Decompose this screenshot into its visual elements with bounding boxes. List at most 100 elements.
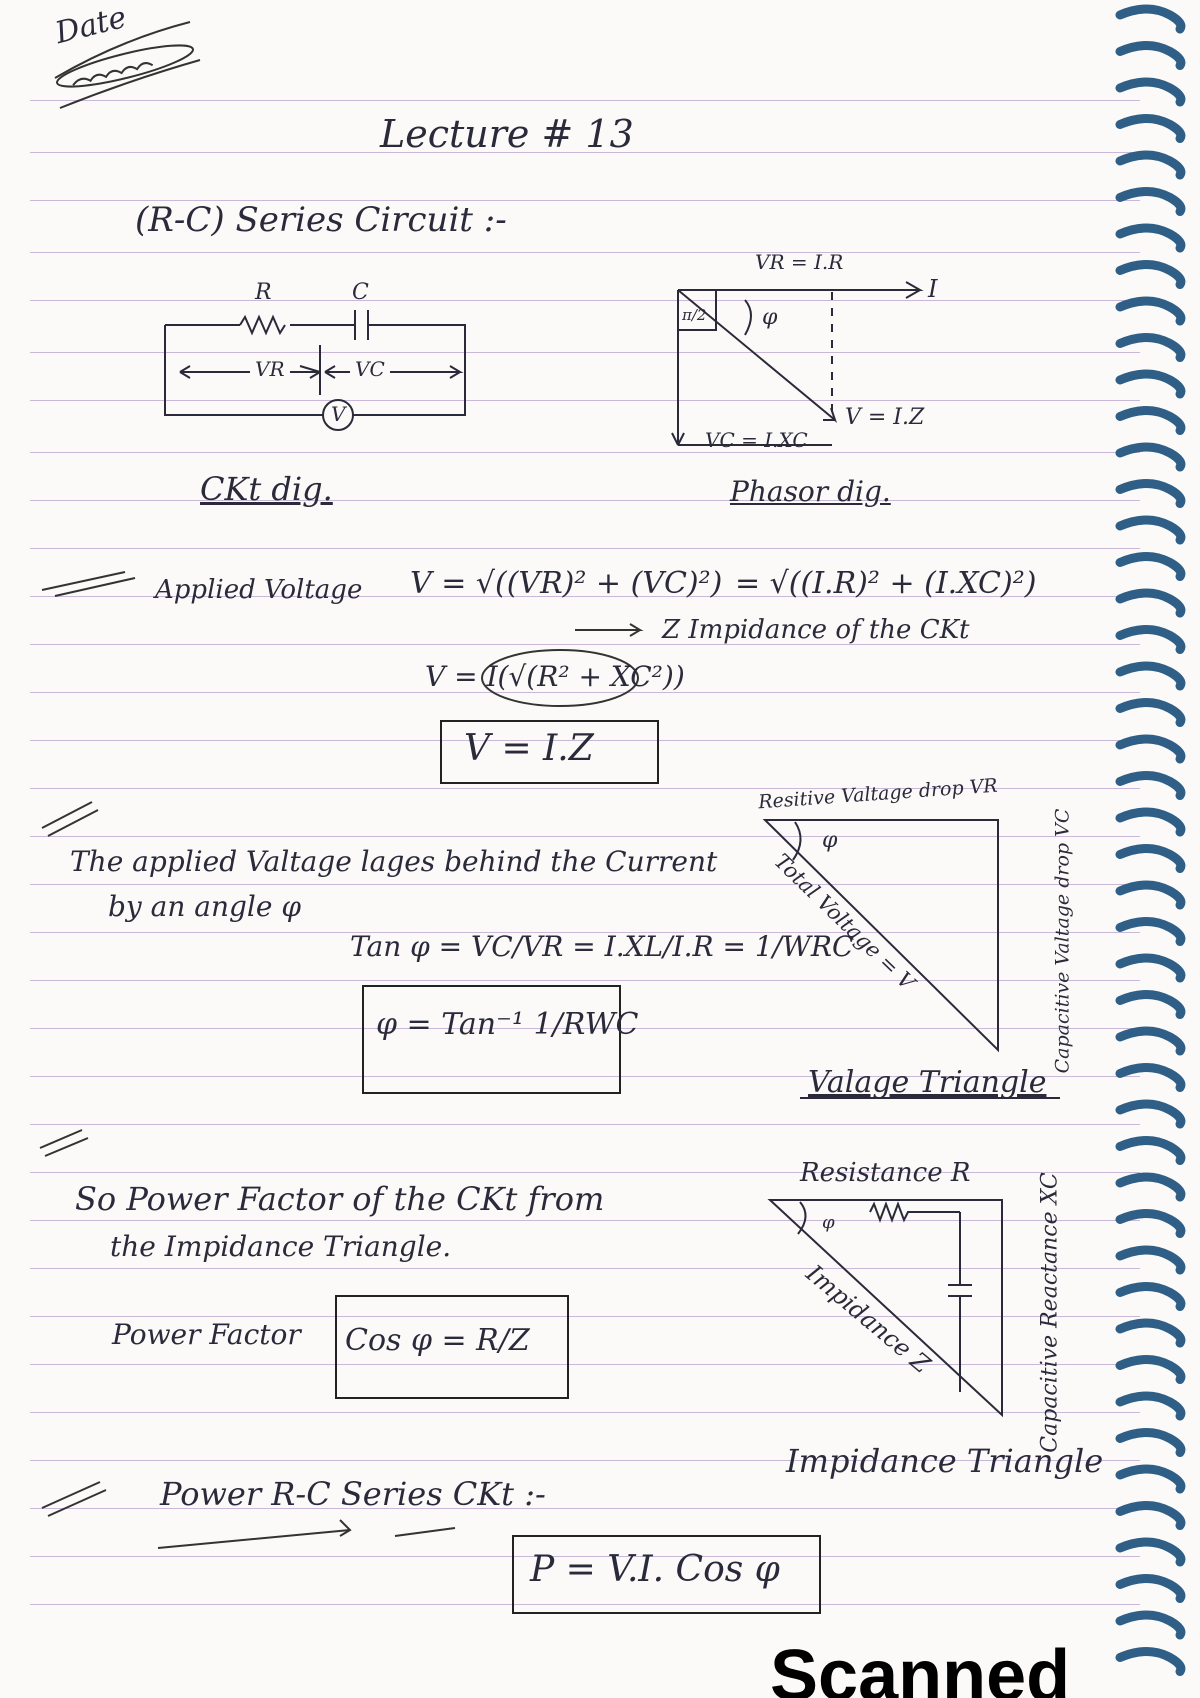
- date-scribble: [54, 21, 201, 109]
- vt-caption: Valage Triangle: [808, 1065, 1047, 1100]
- source-label: V: [331, 402, 346, 426]
- vi-z-box: V = I.Z: [440, 720, 659, 784]
- spiral-coil: [1115, 150, 1186, 180]
- spiral-coil: [1115, 1391, 1186, 1421]
- spiral-coil: [1115, 296, 1186, 326]
- phi-text: φ = Tan⁻¹ 1/RWC: [376, 1007, 639, 1042]
- spiral-coil: [1115, 698, 1186, 727]
- spiral-coil: [1115, 552, 1186, 581]
- spiral-coil: [1115, 1099, 1186, 1129]
- spiral-coil: [1115, 1501, 1186, 1530]
- spiral-coil: [1115, 1209, 1186, 1238]
- impedance-note: Z Impidance of the CKt: [662, 615, 970, 645]
- phasor-caption: Phasor dig.: [730, 475, 891, 508]
- spiral-coil: [1115, 1318, 1186, 1348]
- spiral-coil: [1115, 771, 1186, 800]
- circuit-diagram: [164, 310, 466, 431]
- spiral-binding: [1115, 4, 1186, 1676]
- applied-voltage-eq1: V = √((VR)² + (VC)²): [410, 566, 723, 601]
- phasor-v-eq: V = I.Z: [845, 405, 925, 430]
- resistor-label: R: [255, 280, 272, 305]
- phasor-vr-eq: VR = I.R: [755, 250, 844, 274]
- applied-voltage-eq2: = √((I.R)² + (I.XC)²): [735, 566, 1037, 601]
- phasor-phi-label: φ: [762, 305, 778, 330]
- applied-voltage-eq3: V = I(√(R² + XC²)): [425, 660, 685, 693]
- spiral-coil: [1115, 1172, 1186, 1202]
- pf-text: Cos φ = R/Z: [345, 1323, 530, 1358]
- spiral-coil: [1115, 1647, 1186, 1676]
- spiral-coil: [1115, 1464, 1186, 1494]
- lagging-line2: by an angle φ: [108, 890, 301, 923]
- spiral-coil: [1115, 807, 1186, 837]
- power-box: P = V.I. Cos φ: [512, 1535, 821, 1614]
- spiral-coil: [1115, 1537, 1186, 1567]
- power-text: P = V.I. Cos φ: [530, 1549, 780, 1590]
- vr-label: VR: [255, 357, 285, 381]
- circuit-caption: CKt dig.: [200, 470, 333, 508]
- spiral-coil: [1115, 1355, 1186, 1384]
- voltage-triangle: [762, 819, 1060, 1099]
- spiral-coil: [1115, 953, 1186, 983]
- capacitor-label: C: [352, 280, 369, 305]
- it-side-label: Capacitive Reactance XC: [1037, 1172, 1063, 1453]
- scanner-watermark: Scanned with: [770, 1636, 1071, 1698]
- it-caption: Impidance Triangle: [786, 1442, 1104, 1480]
- pf-line1: So Power Factor of the CKt from: [75, 1180, 605, 1218]
- it-phi: φ: [822, 1212, 835, 1233]
- lagging-line1: The applied Valtage lages behind the Cur…: [70, 845, 718, 878]
- section-marker-3: [39, 1129, 89, 1157]
- section-marker-4: [41, 1481, 456, 1549]
- spiral-coil: [1115, 1026, 1186, 1056]
- spiral-coil: [1115, 369, 1186, 399]
- phasor-pi2-label: π/2: [682, 306, 707, 324]
- lecture-title: Lecture # 13: [380, 112, 634, 156]
- phasor-diagram: [671, 281, 924, 446]
- phasor-i-label: I: [928, 275, 938, 303]
- spiral-coil: [1115, 1610, 1186, 1640]
- spiral-coil: [1115, 917, 1186, 946]
- section-heading: (R-C) Series Circuit :-: [135, 200, 507, 240]
- section-marker-1: [41, 571, 136, 597]
- spiral-coil: [1115, 1245, 1186, 1275]
- spiral-coil: [1115, 114, 1186, 143]
- vc-label: VC: [355, 357, 385, 381]
- spiral-coil: [1115, 1063, 1186, 1092]
- spiral-coil: [1115, 442, 1186, 472]
- spiral-coil: [1115, 1136, 1186, 1165]
- pf-box: Cos φ = R/Z: [335, 1295, 569, 1399]
- spiral-coil: [1115, 661, 1186, 691]
- spiral-coil: [1115, 406, 1186, 435]
- spiral-coil: [1115, 1282, 1186, 1311]
- phasor-vc-eq: VC = I.XC: [705, 428, 808, 452]
- spiral-coil: [1115, 479, 1186, 508]
- spiral-coil: [1115, 844, 1186, 873]
- spiral-coil: [1115, 880, 1186, 910]
- spiral-coil: [1115, 515, 1186, 545]
- spiral-coil: [1115, 41, 1186, 70]
- circled-impedance: [481, 623, 644, 707]
- spiral-coil: [1115, 1428, 1186, 1457]
- section-marker-2: [41, 801, 99, 837]
- phi-box: φ = Tan⁻¹ 1/RWC: [362, 985, 638, 1094]
- spiral-coil: [1115, 990, 1186, 1019]
- spiral-coil: [1115, 625, 1186, 654]
- it-top-label: Resistance R: [800, 1158, 971, 1188]
- power-heading: Power R-C Series CKt :-: [160, 1475, 546, 1513]
- vt-phi: φ: [822, 828, 838, 853]
- spiral-coil: [1115, 734, 1186, 764]
- spiral-coil: [1115, 588, 1186, 618]
- spiral-coil: [1115, 260, 1186, 289]
- spiral-coil: [1115, 187, 1186, 216]
- spiral-coil: [1115, 4, 1186, 34]
- pf-label: Power Factor: [112, 1318, 301, 1351]
- vi-z-text: V = I.Z: [464, 728, 594, 769]
- applied-voltage-label: Applied Voltage: [155, 575, 363, 605]
- spiral-coil: [1115, 223, 1186, 253]
- impedance-triangle: [767, 1199, 1003, 1418]
- spiral-coil: [1115, 77, 1186, 107]
- pf-line2: the Impidance Triangle.: [110, 1230, 452, 1263]
- spiral-coil: [1115, 1574, 1186, 1603]
- spiral-coil: [1115, 333, 1186, 362]
- tan-equation: Tan φ = VC/VR = I.XL/I.R = 1/WRC: [350, 930, 854, 963]
